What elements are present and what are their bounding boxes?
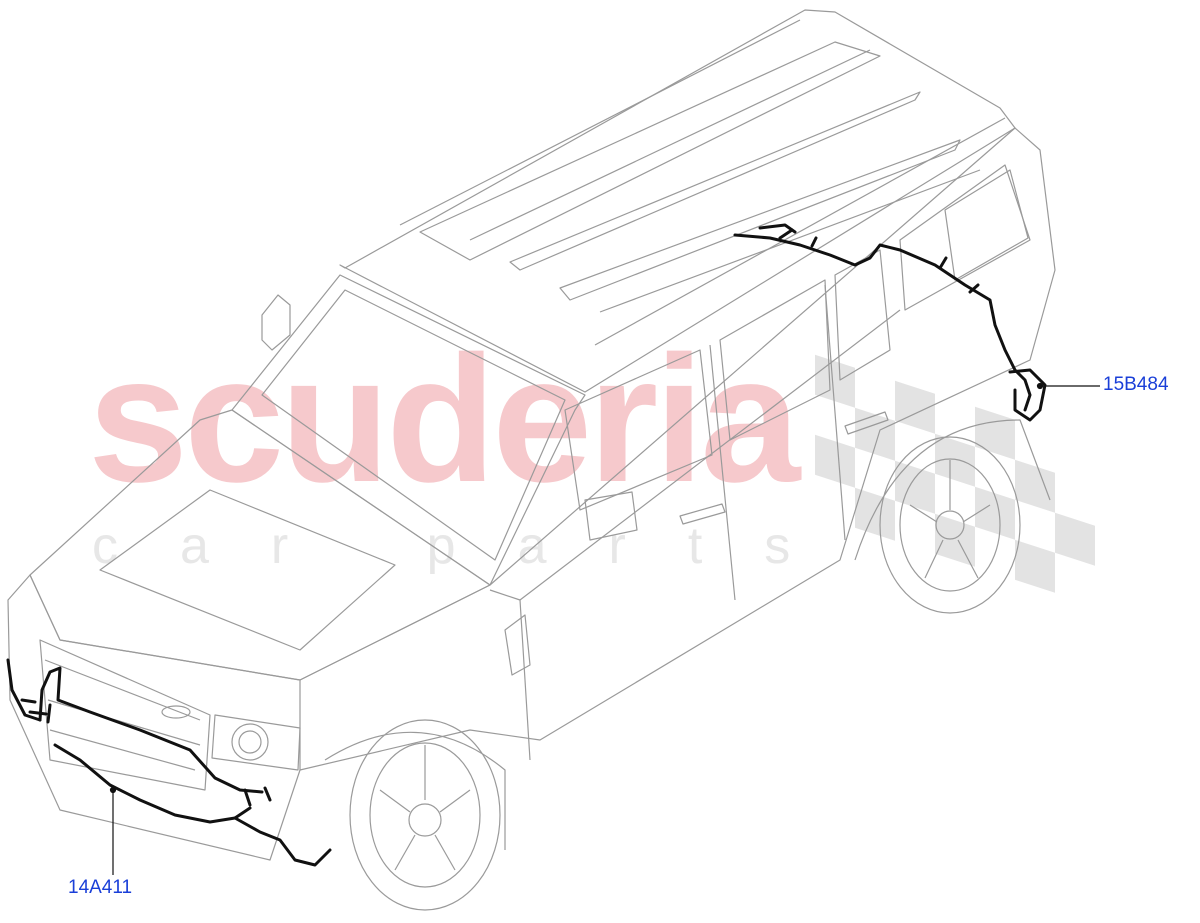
rear-wiring-harness (733, 223, 1047, 422)
callout-leaders (109, 382, 1100, 875)
watermark-tagline: car parts (92, 517, 853, 575)
front-wiring-harness (6, 658, 332, 867)
part-number-label-14a411[interactable]: 14A411 (68, 877, 133, 898)
checkered-flag-watermark (815, 354, 1095, 593)
leader-dot-15b484 (1036, 382, 1044, 390)
part-number-label-15b484[interactable]: 15B484 (1103, 374, 1169, 395)
leader-dot-14a411 (109, 786, 117, 794)
vehicle-body (7, 9, 1056, 911)
watermark-brand: scuderia (88, 319, 800, 520)
